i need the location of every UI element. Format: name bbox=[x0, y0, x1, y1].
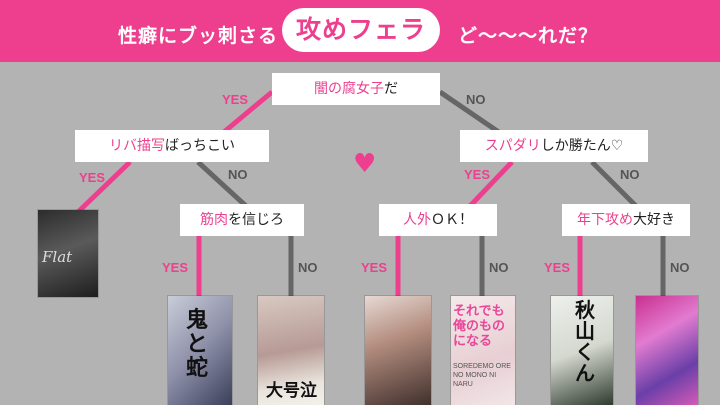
heart-icon: ♥ bbox=[353, 149, 377, 179]
node-left-pink: リバ描写 bbox=[109, 138, 165, 154]
node-root-rest: だ bbox=[384, 81, 398, 97]
book-cover-1-title: Flat bbox=[42, 248, 73, 266]
book-cover-6-title: 秋山くん bbox=[575, 298, 595, 385]
header-right-text: ど〜〜〜れだ？ bbox=[458, 25, 599, 47]
book-cover-7[interactable] bbox=[636, 296, 698, 405]
book-cover-5-title: それでも俺のものになる bbox=[453, 304, 506, 349]
label-no-root: NO bbox=[466, 92, 486, 107]
label-yes-right: YES bbox=[464, 167, 491, 182]
node-right-yes-rest: ＯＫ！ bbox=[431, 212, 473, 228]
label-yes-leftno: YES bbox=[162, 260, 189, 275]
node-root: 闇の腐女子だ bbox=[272, 73, 440, 105]
node-right-yes: 人外ＯＫ！ bbox=[379, 204, 497, 236]
book-cover-3[interactable]: 大号泣 bbox=[258, 296, 324, 405]
node-right-pink: スパダリ bbox=[484, 138, 541, 154]
label-no-rightyes: NO bbox=[489, 260, 509, 275]
book-cover-6[interactable]: 秋山くん bbox=[551, 296, 613, 405]
book-cover-3-title: 大号泣 bbox=[266, 381, 317, 401]
header-banner: 性癖にブッ刺さる 攻めフェラ ど〜〜〜れだ？ bbox=[0, 0, 720, 62]
node-right-rest: しか勝たん♡ bbox=[540, 138, 624, 154]
book-cover-1[interactable]: Flat bbox=[38, 210, 98, 297]
node-right-no-pink: 年下攻め bbox=[577, 212, 633, 228]
label-yes-rightyes: YES bbox=[361, 260, 388, 275]
book-cover-5[interactable]: それでも俺のものになる SOREDEMO ORE NO MONO NI NARU bbox=[451, 296, 515, 405]
label-yes-left: YES bbox=[79, 170, 106, 185]
node-right-no-rest: 大好き bbox=[633, 212, 675, 228]
node-left-no-rest: を信じろ bbox=[228, 212, 284, 228]
node-right: スパダリしか勝たん♡ bbox=[460, 130, 648, 162]
label-yes-rightno: YES bbox=[544, 260, 571, 275]
label-yes-root: YES bbox=[222, 92, 249, 107]
book-cover-4[interactable] bbox=[365, 296, 431, 405]
node-left-no: 筋肉を信じろ bbox=[180, 204, 304, 236]
label-no-right: NO bbox=[620, 167, 640, 182]
header-highlight: 攻めフェラ bbox=[282, 8, 440, 52]
label-no-left: NO bbox=[228, 167, 248, 182]
label-no-leftno: NO bbox=[298, 260, 318, 275]
book-cover-2[interactable]: 鬼と蛇 bbox=[168, 296, 232, 405]
label-no-rightno: NO bbox=[670, 260, 690, 275]
node-left-rest: ばっちこい bbox=[165, 138, 235, 154]
node-left: リバ描写ばっちこい bbox=[75, 130, 269, 162]
node-right-yes-pink: 人外 bbox=[403, 212, 431, 228]
book-cover-2-title: 鬼と蛇 bbox=[186, 307, 209, 381]
node-left-no-pink: 筋肉 bbox=[200, 212, 228, 228]
book-cover-5-romaji: SOREDEMO ORE NO MONO NI NARU bbox=[453, 363, 511, 388]
node-right-no: 年下攻め大好き bbox=[562, 204, 690, 236]
node-root-pink: 闇の腐女子 bbox=[314, 81, 384, 97]
header-left-text: 性癖にブッ刺さる bbox=[118, 25, 279, 47]
